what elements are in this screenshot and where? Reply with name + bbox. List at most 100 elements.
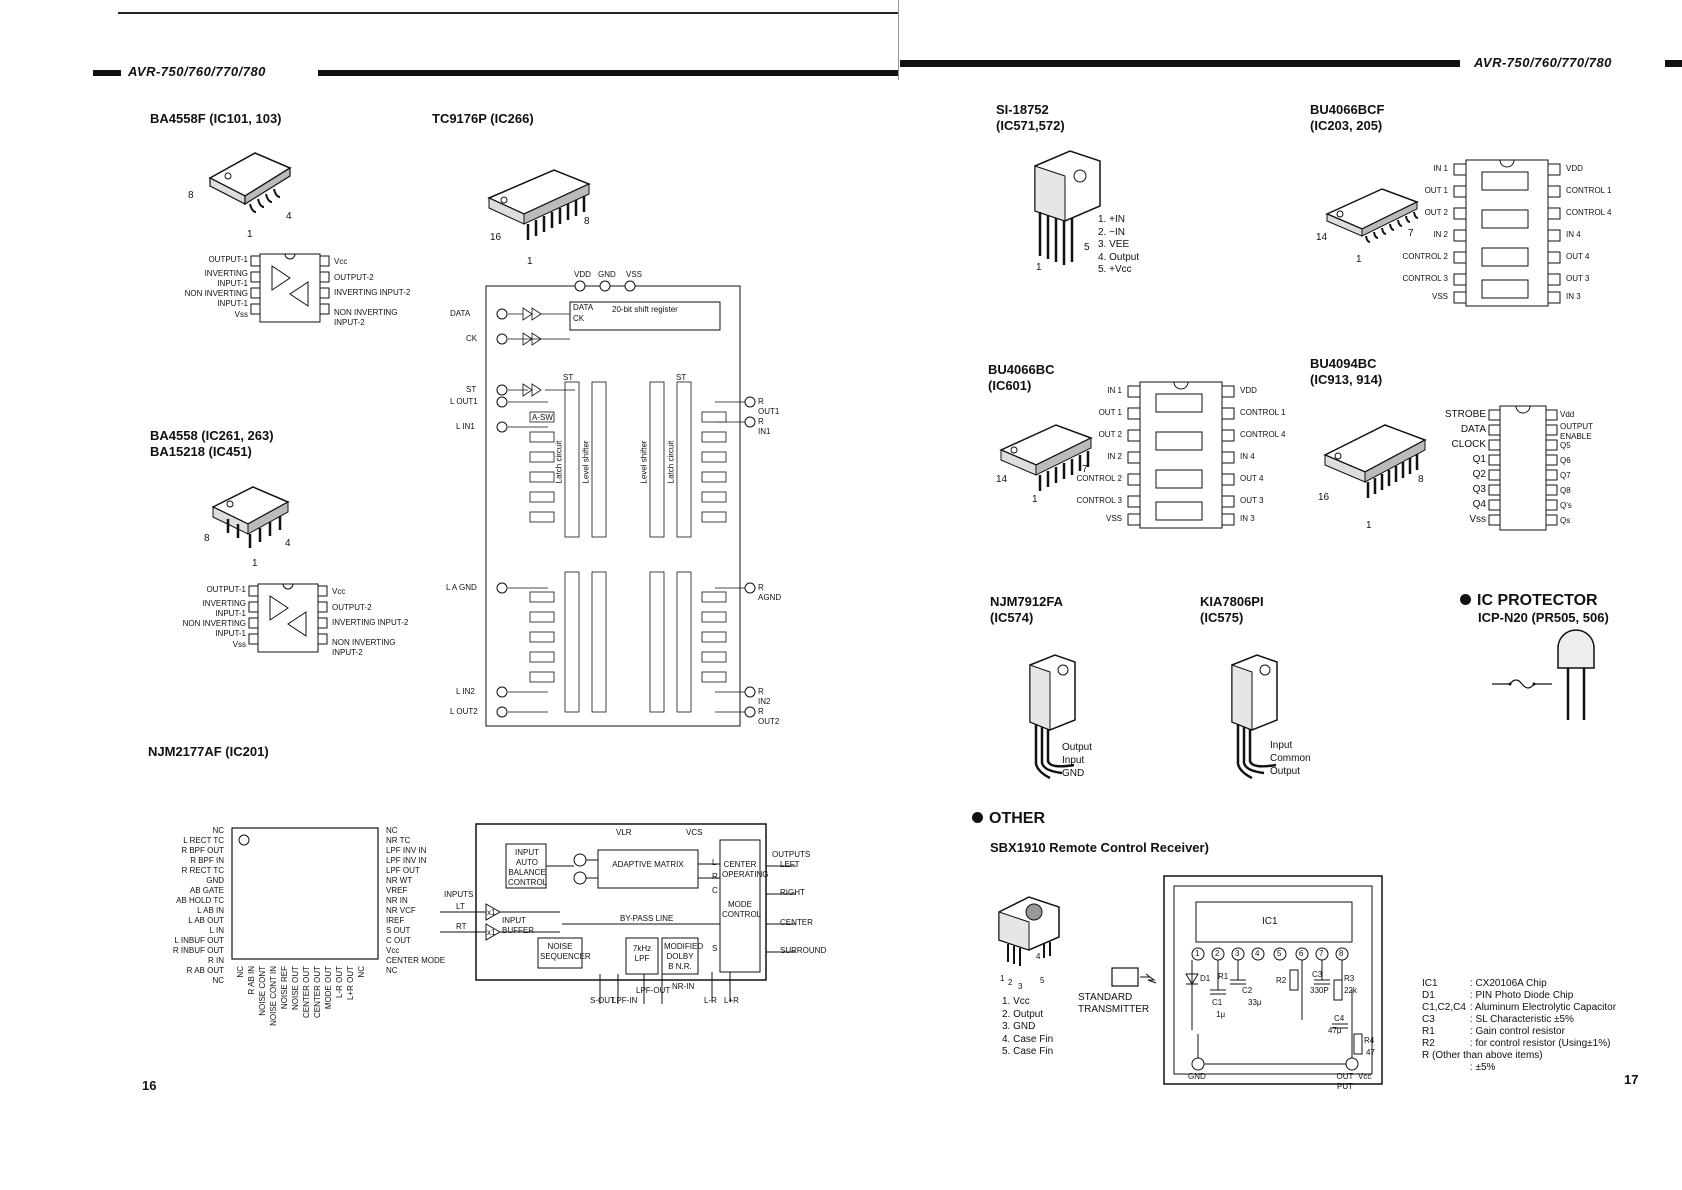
njm-bp-8: MODE OUT <box>324 966 333 1010</box>
bu4094bc-pin-l4: Q1 <box>1472 454 1486 465</box>
tc-reg-ck: CK <box>573 314 585 323</box>
mb-outputs: OUTPUTS <box>772 850 811 859</box>
tc-block-latch-2: Latch circuit <box>666 440 676 484</box>
bu4066bc-pin-r2: CONTROL 1 <box>1240 408 1286 417</box>
bu4066bc-pin-r1: VDD <box>1240 386 1257 395</box>
sch-c3: C3 <box>1312 970 1323 979</box>
bu4066bc-pin7-label: 7 <box>1082 464 1088 475</box>
sch-val-1u: 1μ <box>1216 1010 1226 1019</box>
njm-rp-14: NC <box>386 966 398 975</box>
sbx-pin-4: 4. Case Fin <box>1002 1033 1054 1045</box>
kia7806pi-title-1: KIA7806PI <box>1200 594 1264 609</box>
ba4558-title-2: BA15218 (IC451) <box>150 444 252 459</box>
njm-lp-2: R BPF OUT <box>181 846 224 855</box>
njm-rp-9: IREF <box>386 916 405 925</box>
bu4094bc-pin-r6: Q8 <box>1560 486 1571 495</box>
tc-st-left: ST <box>563 373 574 382</box>
transmitter-label: STANDARD TRANSMITTER <box>1078 992 1150 1015</box>
bu4066bc-pin1-label: 1 <box>1032 494 1038 505</box>
legend-value: : Gain control resistor <box>1469 1026 1565 1037</box>
ba4558f-package-drawing <box>208 152 292 213</box>
kia7806pi-pin-common: Common <box>1270 753 1311 764</box>
ba4558-pin-left-4: Vss <box>232 640 246 649</box>
ba4558-title-1: BA4558 (IC261, 263) <box>150 428 274 443</box>
legend-value: : PIN Photo Diode Chip <box>1469 990 1574 1001</box>
mb-mode-s: S <box>712 944 718 953</box>
njm-rp-4: LPF OUT <box>386 866 420 875</box>
mb-lpf-in: LPF-IN <box>612 996 638 1005</box>
njm-lp-9: L AB OUT <box>188 916 224 925</box>
mb-rt: RT <box>456 922 467 931</box>
sbx-pin-1: 1. Vcc <box>1002 996 1030 1007</box>
kia7806pi-title-2: (IC575) <box>1200 610 1244 625</box>
page-fold-line <box>898 0 899 80</box>
njm7912fa-pin-gnd: GND <box>1062 768 1085 779</box>
njm2177af-title: NJM2177AF (IC201) <box>148 744 269 759</box>
mb-7khz-lpf: 7kHz LPF <box>632 944 652 963</box>
mb-l-plus-r: L+R <box>724 996 739 1005</box>
si18752-title-1: SI-18752 <box>996 102 1049 117</box>
mb-vcs: VCS <box>686 828 703 837</box>
ba4558-pin-right-3: INVERTING INPUT-2 <box>332 618 409 627</box>
bu4094bc-pin-l6: Q3 <box>1472 484 1486 495</box>
ba4558-package-drawing <box>211 486 290 548</box>
njm-rp-8: NR VCF <box>386 906 416 915</box>
legend-value: : Aluminum Electrolytic Capacitor <box>1469 1002 1617 1013</box>
mb-vlr: VLR <box>616 828 632 837</box>
top-left-rule <box>118 12 898 14</box>
tc9176p-pin8-label: 8 <box>584 216 590 227</box>
sbx-pin4-label: 4 <box>1036 952 1041 961</box>
sch-node-4: 4 <box>1255 949 1260 958</box>
ba4558-pin-right-4: NON INVERTING INPUT-2 <box>332 638 396 657</box>
tc-left-pin-lagnd: L A GND <box>446 583 477 592</box>
sch-val-47u: 47μ <box>1328 1026 1342 1035</box>
sch-node-3: 3 <box>1235 949 1240 958</box>
legend-value: : for control resistor (Using±1%) <box>1469 1038 1611 1049</box>
sbx-pin-5: 5. Case Fin <box>1002 1046 1054 1057</box>
njm-lp-15: NC <box>212 976 224 985</box>
bu4066bc-pin14-label: 14 <box>996 474 1008 485</box>
ba4558-pin8-label: 8 <box>204 533 210 544</box>
legend-value: : ±5% <box>1469 1062 1496 1073</box>
sch-c2: C2 <box>1242 986 1253 995</box>
mb-dolby: MODIFIED DOLBY B N.R. <box>664 942 704 971</box>
njm7912fa-pin-input: Input <box>1062 755 1085 766</box>
tc-top-pin-gnd: GND <box>598 270 616 279</box>
si18752-pin-3: 3. VEE <box>1098 239 1130 250</box>
si18752-pin-4: 4. Output <box>1098 251 1140 263</box>
njm-rp-3: LPF INV IN <box>386 856 427 865</box>
njm-bp-1: R AB IN <box>247 966 256 995</box>
njm-rp-0: NC <box>386 826 398 835</box>
tc9176p-title: TC9176P (IC266) <box>432 111 534 126</box>
mb-mode-c: C <box>712 886 718 895</box>
mb-s-out: S-OUT <box>590 996 615 1005</box>
page-number-right: 17 <box>1624 1072 1639 1087</box>
sch-node-2: 2 <box>1215 949 1220 958</box>
ba4558-pin-left-3: NON INVERTING INPUT-1 <box>182 619 246 638</box>
kia7806pi-pin-input: Input <box>1270 740 1293 751</box>
ba4558f-pin-left-3: NON INVERTING INPUT-1 <box>184 289 248 308</box>
si18752-pin1-label: 1 <box>1036 262 1042 273</box>
mb-mode-control: MODE CONTROL <box>722 900 762 919</box>
header-title-left: AVR-750/760/770/780 <box>128 64 266 79</box>
legend-value: : SL Characteristic ±5% <box>1469 1014 1574 1025</box>
bu4094bc-pin-l1: STROBE <box>1444 409 1486 420</box>
njm-lp-11: L INBUF OUT <box>174 936 224 945</box>
bu4066bcf-pin-r3: CONTROL 4 <box>1566 208 1612 217</box>
ba4558f-pin4-label: 4 <box>286 211 292 222</box>
ba4558f-pin-left-2: INVERTING INPUT-1 <box>204 269 248 288</box>
tc9176p-pin16-label: 16 <box>490 232 502 243</box>
si18752-title-2: (IC571,572) <box>996 118 1065 133</box>
bu4066bcf-pin-l2: OUT 1 <box>1424 186 1448 195</box>
mb-lpf-out: LPF-OUT <box>636 986 671 995</box>
njm7912fa-pin-output: Output <box>1062 742 1093 753</box>
sch-r4: R4 <box>1364 1036 1375 1045</box>
header-title-right: AVR-750/760/770/780 <box>1474 55 1612 70</box>
tc-left-pin-lin1: L IN1 <box>456 422 475 431</box>
ba4558-pin-left-2: INVERTING INPUT-1 <box>202 599 246 618</box>
mb-nr-in: NR-IN <box>672 982 695 991</box>
tc9176p-pin1-label: 1 <box>527 256 533 267</box>
sbx-pin1-label: 1 <box>1000 974 1005 983</box>
sch-vcc: Vcc <box>1358 1072 1372 1081</box>
legend-value: : CX20106A Chip <box>1469 978 1547 989</box>
